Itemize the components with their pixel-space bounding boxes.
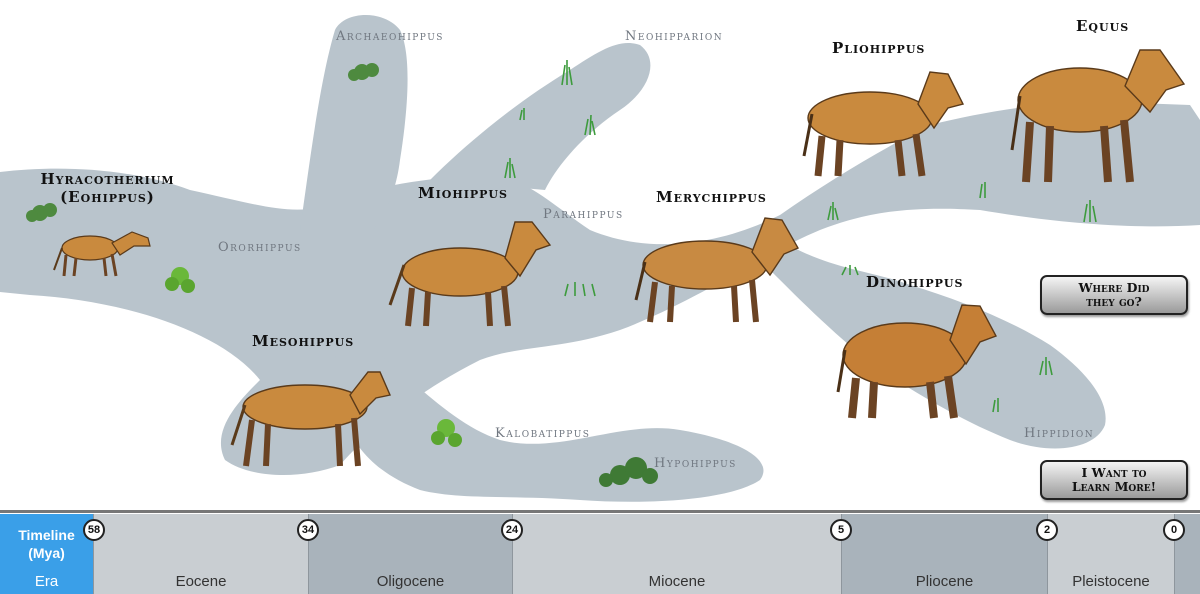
label-neohipparion: Neohipparion [625,29,724,44]
horse-merychippus-icon [634,217,799,323]
horse-pliohippus-icon [802,71,965,177]
mya-marker-34: 34 [297,519,319,541]
mya-marker-5: 5 [830,519,852,541]
label-hypohippus: Hypohippus [654,456,737,471]
label-dinohippus[interactable]: Dinohippus [866,273,964,291]
timeline-era-label: Era [34,573,59,590]
mya-marker-0: 0 [1163,519,1185,541]
timeline-bar: Timeline (Mya) Era Eocene Oligocene Mioc… [0,510,1200,594]
era-eocene[interactable]: Eocene [93,514,308,594]
where-did-they-go-button[interactable]: Where Did they go? [1040,275,1188,315]
evolution-tree-area: Archaeohippus Neohipparion Ororhippus Pa… [0,15,1200,502]
learn-more-button[interactable]: I Want to Learn More! [1040,460,1188,500]
era-miocene-label: Miocene [648,573,706,590]
timeline-header-box: Timeline (Mya) Era [0,514,93,594]
label-pliohippus[interactable]: Pliohippus [832,39,926,57]
label-hippidion: Hippidion [1024,426,1095,441]
label-equus[interactable]: Equus [1076,17,1130,35]
label-orohippus: Ororhippus [218,240,302,255]
era-miocene[interactable]: Miocene [512,514,841,594]
era-pliocene[interactable]: Pliocene [841,514,1047,594]
timeline-top-border [0,510,1200,513]
era-eocene-label: Eocene [175,573,227,590]
label-merychippus[interactable]: Merychippus [656,188,767,206]
era-pleistocene-label: Pleistocene [1072,573,1150,590]
learn-more-label: I Want to Learn More! [1071,465,1157,494]
era-pliocene-label: Pliocene [915,573,974,590]
era-oligocene[interactable]: Oligocene [308,514,512,594]
mya-marker-24: 24 [501,519,523,541]
label-mesohippus[interactable]: Mesohippus [252,332,355,350]
horse-hyracotherium-icon [53,231,151,277]
label-kalobatippus: Kalobatippus [495,426,591,441]
label-hyracotherium[interactable]: Hyracotherium (Eohippus) [40,170,175,206]
label-parahippus: Parahippus [543,207,624,222]
mya-marker-58: 58 [83,519,105,541]
era-pleistocene[interactable]: Pleistocene [1047,514,1174,594]
era-oligocene-label: Oligocene [376,573,445,590]
horse-miohippus-icon [388,221,552,327]
timeline-title: Timeline (Mya) [18,527,75,561]
mya-marker-2: 2 [1036,519,1058,541]
where-did-they-go-label: Where Did they go? [1078,280,1150,309]
evolution-tree-shape [0,15,1200,502]
label-archaeohippus: Archaeohippus [336,29,444,44]
horse-dinohippus-icon [836,304,997,419]
horse-mesohippus-icon [230,371,391,467]
horse-equus-icon [1010,49,1186,183]
label-miohippus[interactable]: Miohippus [418,184,508,202]
